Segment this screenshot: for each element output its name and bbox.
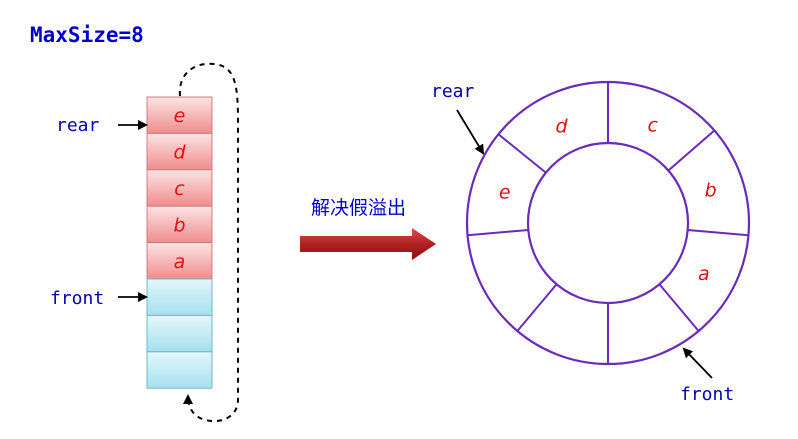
queue-cell: [146, 314, 213, 353]
ring-segment-label: e: [499, 181, 511, 203]
ring-divider: [658, 283, 700, 332]
wrap-around-arrow: [178, 62, 239, 423]
queue-cell: [146, 278, 213, 316]
ring-segment-label: c: [648, 115, 659, 137]
queue-cell-label: a: [174, 251, 186, 273]
circular-rear-label: rear: [431, 81, 475, 102]
queue-cell: [146, 169, 213, 207]
queue-cell-label: d: [173, 142, 186, 164]
transform-arrow: [300, 228, 436, 260]
queue-cell-label: c: [174, 178, 185, 200]
linear-front-label: front: [50, 288, 104, 309]
queue-cell-label: b: [173, 214, 185, 236]
queue-cell: [146, 205, 213, 244]
queue-cell: [146, 132, 213, 171]
ring-segment-label: d: [555, 116, 568, 138]
ring-inner: [526, 141, 690, 305]
queue-cell-label: e: [174, 105, 186, 127]
ring-divider: [687, 228, 749, 237]
ring-divider: [467, 228, 529, 237]
circular-queue: c b a e d: [465, 80, 751, 366]
ring-segment-label: a: [698, 263, 710, 285]
page-title: MaxSize=8: [30, 23, 144, 47]
ring-divider: [516, 283, 558, 332]
ring-segment-label: b: [705, 180, 717, 202]
ring-divider: [667, 129, 716, 172]
circular-front-label: front: [680, 384, 734, 405]
linear-rear-label: rear: [56, 115, 100, 136]
circular-front-arrow: [682, 347, 713, 379]
transform-label: 解决假溢出: [311, 197, 406, 219]
circular-rear-arrow: [456, 109, 485, 155]
queue-cell: [146, 96, 213, 134]
ring-divider: [497, 133, 547, 174]
queue-cell: [146, 351, 213, 389]
